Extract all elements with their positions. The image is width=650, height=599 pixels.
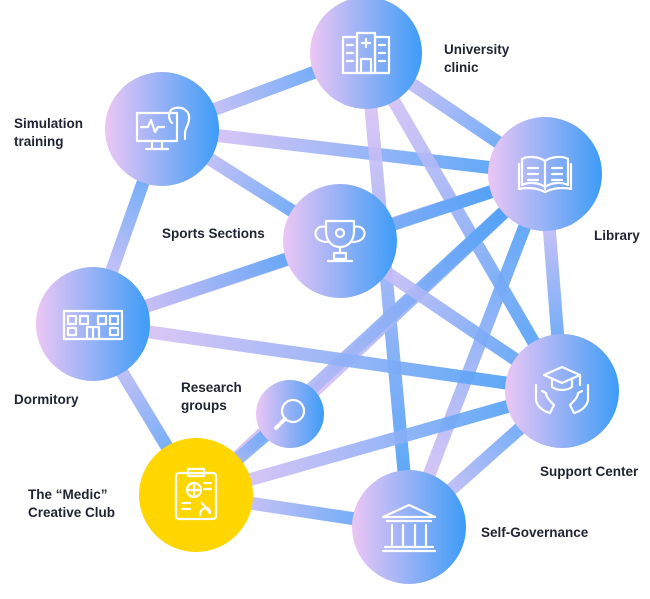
node-research-label-line: groups: [181, 398, 227, 413]
institution-icon: [381, 503, 437, 553]
node-clinic-circle: [310, 0, 422, 109]
node-clinic-label-line: clinic: [444, 60, 479, 75]
node-support-label: Support Center: [540, 463, 638, 481]
node-sim-label-line: Simulation: [14, 116, 84, 131]
edge-clinic-support: [360, 49, 568, 395]
node-medic-label: The “Medic” Creative Club: [28, 486, 115, 522]
node-sports-label-line: Sports Sections: [162, 226, 265, 241]
hands-graduation-cap-icon: [534, 365, 590, 415]
node-sports: [283, 184, 397, 298]
node-medic: [139, 438, 253, 552]
node-support-label-line: Support Center: [540, 464, 639, 479]
node-sim-label: Simulation training: [14, 115, 83, 151]
monitor-doctor-icon: [135, 106, 191, 151]
node-dorm-label: Dormitory: [14, 391, 79, 409]
node-sim: [105, 72, 219, 186]
node-dorm-label-line: Dormitory: [14, 392, 79, 407]
edge-support-medic: [194, 384, 564, 502]
node-sports-circle: [283, 184, 397, 298]
node-research-label-line: Research: [181, 380, 242, 395]
edge-sim-library: [161, 122, 546, 181]
node-research-label: Research groups: [181, 379, 242, 415]
open-book-icon: [517, 155, 573, 194]
node-selfgov-circle: [352, 470, 466, 584]
node-sports-label: Sports Sections: [162, 225, 265, 243]
edge-library-selfgov: [402, 171, 552, 530]
node-medic-circle: [139, 438, 253, 552]
node-clinic-label: University clinic: [444, 41, 509, 77]
edge-dorm-support: [92, 317, 563, 398]
node-selfgov-label-line: Self-Governance: [481, 525, 589, 540]
node-medic-label-line: The “Medic”: [28, 487, 108, 502]
node-selfgov-label: Self-Governance: [481, 524, 588, 542]
node-medic-label-line: Creative Club: [28, 505, 116, 520]
building-icon: [62, 309, 124, 341]
hospital-icon: [341, 31, 391, 75]
clipboard-icon: [174, 467, 218, 521]
node-research: [256, 380, 324, 448]
edge-clinic-selfgov: [359, 52, 416, 528]
node-research-circle: [256, 380, 324, 448]
node-dorm-circle: [36, 267, 150, 381]
node-selfgov: [352, 470, 466, 584]
node-dorm: [36, 267, 150, 381]
node-sim-circle: [105, 72, 219, 186]
nodes-layer: [36, 0, 619, 584]
trophy-icon: [314, 219, 366, 263]
node-sim-label-line: training: [14, 134, 64, 149]
node-library-label-line: Library: [594, 228, 640, 243]
node-clinic-label-line: University: [444, 42, 510, 57]
node-library-label: Library: [594, 227, 640, 245]
node-library: [488, 117, 602, 231]
node-clinic: [310, 0, 422, 109]
magnifier-icon: [274, 398, 306, 430]
node-support: [505, 334, 619, 448]
